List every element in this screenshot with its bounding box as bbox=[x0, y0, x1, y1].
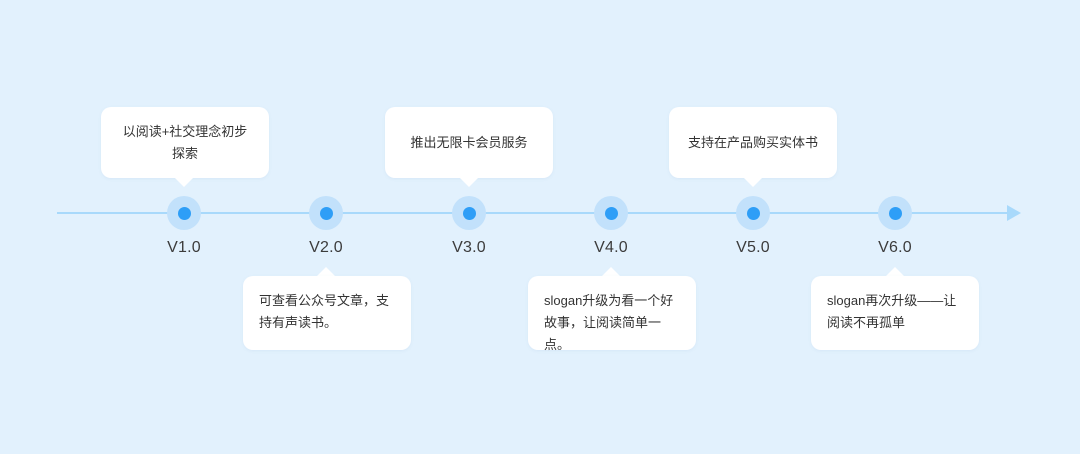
milestone-card-4[interactable]: 支持在产品购买实体书 bbox=[669, 107, 837, 178]
milestone-card-3[interactable]: slogan升级为看一个好故事，让阅读简单一点。 bbox=[528, 276, 696, 352]
milestone-card-text-4: 支持在产品购买实体书 bbox=[687, 134, 818, 150]
timeline-arrow-icon bbox=[1007, 205, 1021, 221]
milestone-node-core-4 bbox=[746, 206, 760, 220]
milestone-card-1[interactable]: 可查看公众号文章，支持有声读书。 bbox=[243, 276, 411, 350]
milestone-node-4[interactable] bbox=[736, 196, 770, 230]
milestone-card-tail-2 bbox=[460, 178, 478, 187]
milestone-label-3: V4.0 bbox=[594, 239, 628, 256]
milestone-node-core-2 bbox=[462, 206, 476, 220]
milestone-card-tail-1 bbox=[317, 267, 335, 276]
milestone-card-tail-5 bbox=[886, 267, 904, 276]
milestone-card-text-2: 推出无限卡会员服务 bbox=[410, 134, 528, 150]
milestone-node-2[interactable] bbox=[452, 196, 486, 230]
milestone-card-text-0: 以阅读+社交理念初步探索 bbox=[122, 123, 248, 161]
milestone-label-2: V3.0 bbox=[452, 239, 486, 256]
milestone-node-1[interactable] bbox=[309, 196, 343, 230]
milestone-node-core-5 bbox=[888, 206, 902, 220]
milestone-card-text-1: 可查看公众号文章，支持有声读书。 bbox=[259, 293, 390, 330]
milestone-node-core-3 bbox=[604, 206, 618, 220]
milestone-card-tail-3 bbox=[602, 267, 620, 276]
milestone-node-core-0 bbox=[177, 206, 191, 220]
milestone-node-0[interactable] bbox=[167, 196, 201, 230]
milestone-card-tail-0 bbox=[175, 178, 193, 187]
milestone-node-5[interactable] bbox=[878, 196, 912, 230]
milestone-card-tail-4 bbox=[744, 178, 762, 187]
milestone-card-text-3: slogan升级为看一个好故事，让阅读简单一点。 bbox=[544, 293, 674, 352]
milestone-label-5: V6.0 bbox=[878, 239, 912, 256]
milestone-card-2[interactable]: 推出无限卡会员服务 bbox=[385, 107, 553, 178]
timeline-axis-line bbox=[57, 212, 1009, 214]
milestone-card-text-5: slogan再次升级——让阅读不再孤单 bbox=[827, 293, 957, 330]
milestone-card-0[interactable]: 以阅读+社交理念初步探索 bbox=[101, 107, 269, 178]
milestone-label-1: V2.0 bbox=[309, 239, 343, 256]
milestone-node-core-1 bbox=[319, 206, 333, 220]
milestone-node-3[interactable] bbox=[594, 196, 628, 230]
milestone-label-4: V5.0 bbox=[736, 239, 770, 256]
milestone-card-5[interactable]: slogan再次升级——让阅读不再孤单 bbox=[811, 276, 979, 350]
milestone-label-0: V1.0 bbox=[167, 239, 201, 256]
